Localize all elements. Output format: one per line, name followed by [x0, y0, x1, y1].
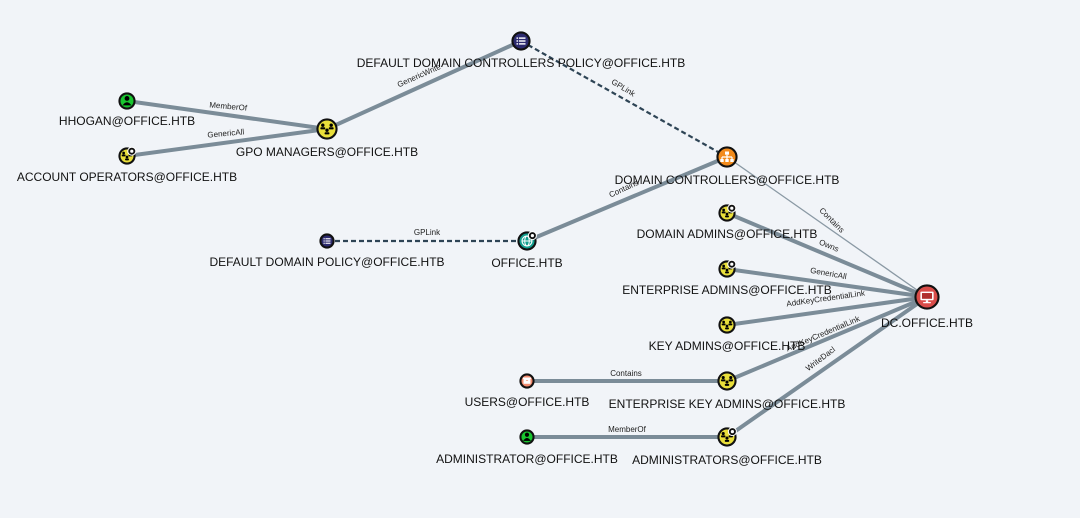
edge-label: Contains [610, 369, 642, 378]
edge-label: MemberOf [209, 100, 248, 112]
owned-badge-icon [727, 203, 737, 213]
gpo-list-icon [323, 238, 331, 244]
node-administrators[interactable] [717, 427, 737, 447]
edge-hhogan-gpo_managers[interactable] [125, 99, 329, 131]
node-office-htb[interactable] [517, 231, 537, 251]
node-gpo-managers[interactable] [316, 118, 338, 140]
node-domain-controllers[interactable] [716, 146, 738, 168]
edge-enterprise_key_admins-dc_office[interactable] [725, 295, 929, 383]
owned-badge-icon [727, 427, 737, 437]
nodes-layer [118, 31, 940, 447]
group-icon [721, 432, 733, 442]
node-domain-admins[interactable] [718, 203, 737, 222]
edge-domain_controllers-dc_office[interactable] [726, 156, 928, 298]
node-label: ADMINISTRATORS@OFFICE.HTB [632, 453, 822, 467]
node-label: OFFICE.HTB [491, 256, 562, 270]
edge-label: GenericAll [207, 127, 245, 139]
edge-gpo_managers-ddc_policy[interactable] [325, 39, 523, 131]
ou-sitemap-icon [720, 151, 734, 162]
node-hhogan[interactable] [118, 92, 136, 110]
edge-label: MemberOf [608, 425, 647, 434]
node-users[interactable] [519, 373, 535, 389]
node-label: DEFAULT DOMAIN POLICY@OFFICE.HTB [209, 255, 444, 269]
owned-badge-icon [727, 259, 737, 269]
edge-key_admins-dc_office[interactable] [725, 295, 929, 327]
group-icon [721, 320, 733, 330]
node-ddc-policy[interactable] [511, 31, 531, 51]
group-icon [721, 376, 733, 386]
container-box-icon [522, 377, 532, 384]
node-label: KEY ADMINS@OFFICE.HTB [649, 339, 806, 353]
user-icon [122, 96, 132, 106]
group-icon [320, 123, 334, 135]
edge-label: GPLink [414, 228, 441, 237]
edge-administrators-dc_office[interactable] [725, 295, 929, 439]
node-labels-layer: HHOGAN@OFFICE.HTB ACCOUNT OPERATORS@OFFIC… [17, 56, 973, 467]
gpo-list-icon [516, 37, 526, 45]
node-label: USERS@OFFICE.HTB [465, 395, 590, 409]
node-enterprise-key-admins[interactable] [717, 371, 737, 391]
edge-label: GPLink [610, 77, 638, 99]
computer-monitor-icon [920, 291, 934, 304]
node-label: ADMINISTRATOR@OFFICE.HTB [436, 452, 618, 466]
node-administrator[interactable] [519, 429, 535, 445]
owned-badge-icon [127, 146, 137, 156]
edges-layer [125, 39, 929, 439]
edge-enterprise_admins-dc_office[interactable] [725, 267, 929, 299]
node-label: ENTERPRISE ADMINS@OFFICE.HTB [622, 283, 832, 297]
edge-office_htb-domain_controllers[interactable] [525, 155, 729, 243]
globe-icon [521, 235, 533, 247]
node-label: DOMAIN ADMINS@OFFICE.HTB [637, 227, 818, 241]
node-label: ENTERPRISE KEY ADMINS@OFFICE.HTB [609, 397, 846, 411]
node-label: DC.OFFICE.HTB [881, 316, 973, 330]
owned-badge-icon [527, 231, 537, 241]
node-dc-office[interactable] [914, 284, 940, 310]
node-key-admins[interactable] [718, 316, 736, 334]
node-label: DOMAIN CONTROLLERS@OFFICE.HTB [615, 173, 840, 187]
edge-label: GenericAll [809, 266, 847, 281]
node-label: GPO MANAGERS@OFFICE.HTB [236, 145, 418, 159]
edge-account_operators-gpo_managers[interactable] [125, 127, 329, 158]
edge-domain_admins-dc_office[interactable] [725, 211, 929, 299]
node-label: DEFAULT DOMAIN CONTROLLERS POLICY@OFFICE… [357, 56, 685, 70]
node-dd-policy[interactable] [319, 233, 335, 249]
edge-label: WriteDacl [804, 345, 837, 373]
node-label: ACCOUNT OPERATORS@OFFICE.HTB [17, 170, 237, 184]
node-account-operators[interactable] [118, 146, 137, 165]
node-label: HHOGAN@OFFICE.HTB [59, 114, 195, 128]
node-enterprise-admins[interactable] [718, 259, 737, 278]
user-icon [523, 432, 531, 441]
